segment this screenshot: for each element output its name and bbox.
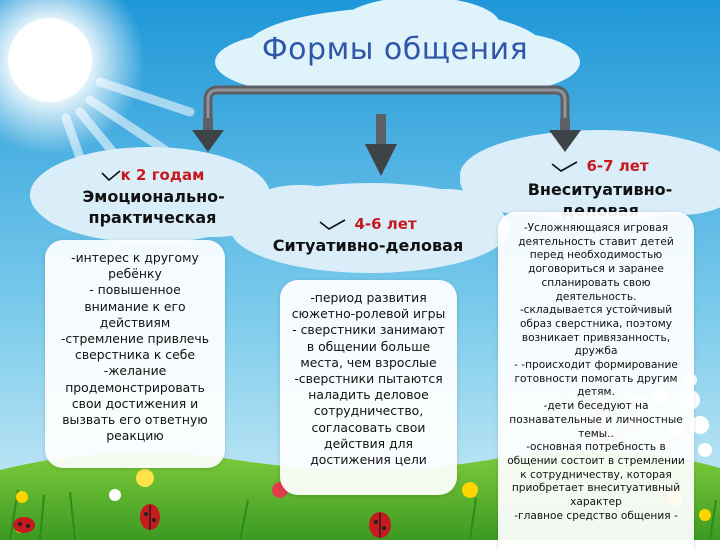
list-item: -стремление привлечь сверстника к себе bbox=[60, 331, 210, 363]
ladybug-icon bbox=[13, 504, 391, 538]
stage-label: Ситуативно-деловая bbox=[272, 236, 464, 255]
checkmark-icon bbox=[551, 160, 578, 172]
list-item: -складывается устойчивый образ сверстник… bbox=[519, 304, 673, 358]
list-item: -Усложняющаяся игровая деятельность став… bbox=[518, 222, 674, 303]
list-item: -период развития сюжетно-ролевой игры bbox=[291, 290, 446, 322]
info-card-3: -Усложняющаяся игровая деятельность став… bbox=[498, 212, 694, 550]
list-item: -сверстники пытаются наладить деловое со… bbox=[294, 371, 443, 468]
info-card-2: -период развития сюжетно-ролевой игры - … bbox=[280, 280, 457, 495]
list-item: -желание продемонстрировать свои достиже… bbox=[62, 363, 208, 444]
age-label: 6-7 лет bbox=[586, 157, 649, 175]
age-label: к 2 годам bbox=[120, 166, 205, 184]
list-item: -главное средство общения - bbox=[514, 509, 678, 522]
checkmark-icon bbox=[101, 169, 121, 181]
age-label: 4-6 лет bbox=[354, 215, 417, 233]
list-item: - повышенное внимание к его действиям bbox=[84, 282, 186, 330]
list-item: - сверстники занимают в общении больше м… bbox=[292, 322, 445, 370]
checkmark-icon bbox=[319, 218, 346, 230]
list-item: -дети беседуют на познавательные и лично… bbox=[509, 400, 683, 440]
arrow-down-icon bbox=[192, 85, 581, 176]
list-item: - -происходит формирование готовности по… bbox=[514, 359, 678, 399]
list-item: -интерес к другому ребёнку bbox=[71, 250, 199, 282]
stage-heading-2: 4-6 лет Ситуативно-деловая bbox=[258, 214, 478, 256]
stage-label: Эмоционально-практическая bbox=[82, 187, 225, 227]
page-title: Формы общения bbox=[261, 32, 529, 67]
list-item: -основная потребность в общении состоит … bbox=[507, 441, 685, 509]
stage-heading-1: к 2 годам Эмоционально-практическая bbox=[70, 165, 235, 228]
info-card-1: -интерес к другому ребёнку - повышенное … bbox=[45, 240, 225, 468]
